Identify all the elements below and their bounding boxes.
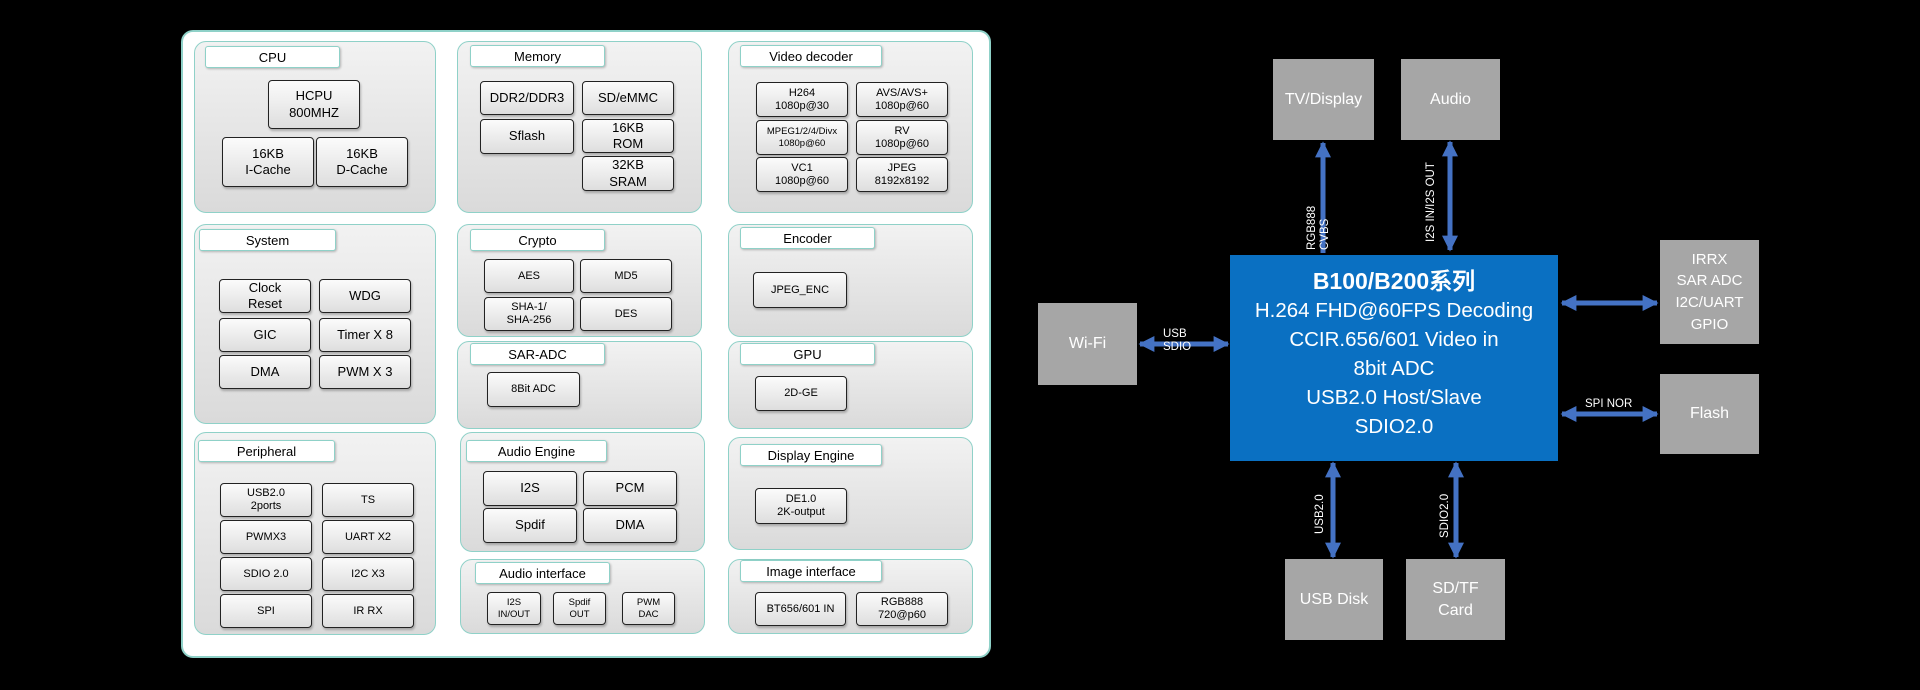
jpeg-block: JPEG 8192x8192 <box>856 157 948 192</box>
flash-box: Flash <box>1660 374 1759 454</box>
pwm-block: PWM X 3 <box>319 355 411 389</box>
clock-reset-block: Clock Reset <box>219 279 311 313</box>
i2s-in-out-block: I2S IN/OUT <box>487 592 541 625</box>
video-decoder-title: Video decoder <box>740 45 882 67</box>
i-cache-block: 16KB I-Cache <box>222 137 314 187</box>
avs-block: AVS/AVS+ 1080p@60 <box>856 82 948 117</box>
tv-display-box: TV/Display <box>1273 59 1374 140</box>
sdio-block: SDIO 2.0 <box>220 557 312 591</box>
ddr-block: DDR2/DDR3 <box>480 81 574 115</box>
peripheral-title: Peripheral <box>198 440 335 462</box>
usb-sdio-label: USB SDIO <box>1163 328 1192 353</box>
adc-8bit-block: 8Bit ADC <box>487 372 580 407</box>
core-feature-line: SDIO2.0 <box>1354 415 1434 438</box>
image-interface-title: Image interface <box>740 560 882 582</box>
rgb888-label: RGB888 CVBS <box>1306 205 1331 250</box>
crypto-title: Crypto <box>470 229 605 251</box>
soc-core-box: B100/B200系列 H.264 FHD@60FPS Decoding CCI… <box>1230 255 1558 461</box>
des-block: DES <box>580 297 672 331</box>
sram-block: 32KB SRAM <box>582 156 674 191</box>
system-dma-block: DMA <box>219 355 311 389</box>
mpeg-block: MPEG1/2/4/Divx 1080p@60 <box>756 120 848 155</box>
2d-ge-block: 2D-GE <box>755 376 847 411</box>
audio-interface-title: Audio interface <box>475 562 610 584</box>
usb20-label: USB2.0 <box>1314 494 1326 534</box>
display-engine-title: Display Engine <box>740 444 882 466</box>
core-feature-line: USB2.0 Host/Slave <box>1306 386 1482 409</box>
sar-adc-title: SAR-ADC <box>470 343 605 365</box>
sd-emmc-block: SD/eMMC <box>582 81 674 115</box>
spi-block: SPI <box>220 594 312 628</box>
audio-engine-title: Audio Engine <box>466 440 607 462</box>
rv-block: RV 1080p@60 <box>856 120 948 155</box>
spi-nor-label: SPI NOR <box>1585 398 1633 410</box>
gpu-title: GPU <box>740 343 875 365</box>
sdio20-label: SDIO2.0 <box>1439 493 1451 538</box>
core-feature-line: 8bit ADC <box>1353 357 1435 380</box>
rgb888-block: RGB888 720@p60 <box>856 592 948 626</box>
sflash-block: Sflash <box>480 119 574 154</box>
memory-title: Memory <box>470 45 605 67</box>
ir-rx-block: IR RX <box>322 594 414 628</box>
uart-block: UART X2 <box>322 520 414 554</box>
rom-block: 16KB ROM <box>582 119 674 153</box>
ts-block: TS <box>322 483 414 517</box>
spdif-out-block: Spdif OUT <box>553 592 606 625</box>
core-feature-line: H.264 FHD@60FPS Decoding <box>1254 299 1534 322</box>
encoder-title: Encoder <box>740 227 875 249</box>
audio-box: Audio <box>1401 59 1500 140</box>
usb-disk-box: USB Disk <box>1285 559 1383 640</box>
h264-block: H264 1080p@30 <box>756 82 848 117</box>
sd-tf-card-box: SD/TF Card <box>1406 559 1505 640</box>
i2c-block: I2C X3 <box>322 557 414 591</box>
hcpu-block: HCPU 800MHZ <box>268 80 360 129</box>
wdg-block: WDG <box>319 279 411 313</box>
vc1-block: VC1 1080p@60 <box>756 157 848 192</box>
i2s-label: I2S IN/I2S OUT <box>1425 162 1437 242</box>
aes-block: AES <box>484 259 574 293</box>
bt656-block: BT656/601 IN <box>755 592 846 626</box>
irrx-sar-i2c-gpio-box: IRRX SAR ADC I2C/UART GPIO <box>1660 240 1759 344</box>
core-title: B100/B200系列 <box>1312 268 1476 294</box>
timer-block: Timer X 8 <box>319 318 411 352</box>
core-feature-line: CCIR.656/601 Video in <box>1289 328 1499 351</box>
cpu-title: CPU <box>205 46 340 68</box>
spdif-block: Spdif <box>483 508 577 543</box>
sha-block: SHA-1/ SHA-256 <box>484 297 574 331</box>
gic-block: GIC <box>219 318 311 352</box>
usb-block: USB2.0 2ports <box>220 483 312 517</box>
wifi-box: Wi-Fi <box>1038 303 1137 385</box>
pwm-dac-block: PWM DAC <box>622 592 675 625</box>
de-block: DE1.0 2K-output <box>755 488 847 524</box>
system-title: System <box>199 229 336 251</box>
i2s-block: I2S <box>483 471 577 506</box>
jpeg-enc-block: JPEG_ENC <box>753 272 847 308</box>
d-cache-block: 16KB D-Cache <box>316 137 408 187</box>
audio-dma-block: DMA <box>583 508 677 543</box>
md5-block: MD5 <box>580 259 672 293</box>
pcm-block: PCM <box>583 471 677 506</box>
pwmx3-block: PWMX3 <box>220 520 312 554</box>
